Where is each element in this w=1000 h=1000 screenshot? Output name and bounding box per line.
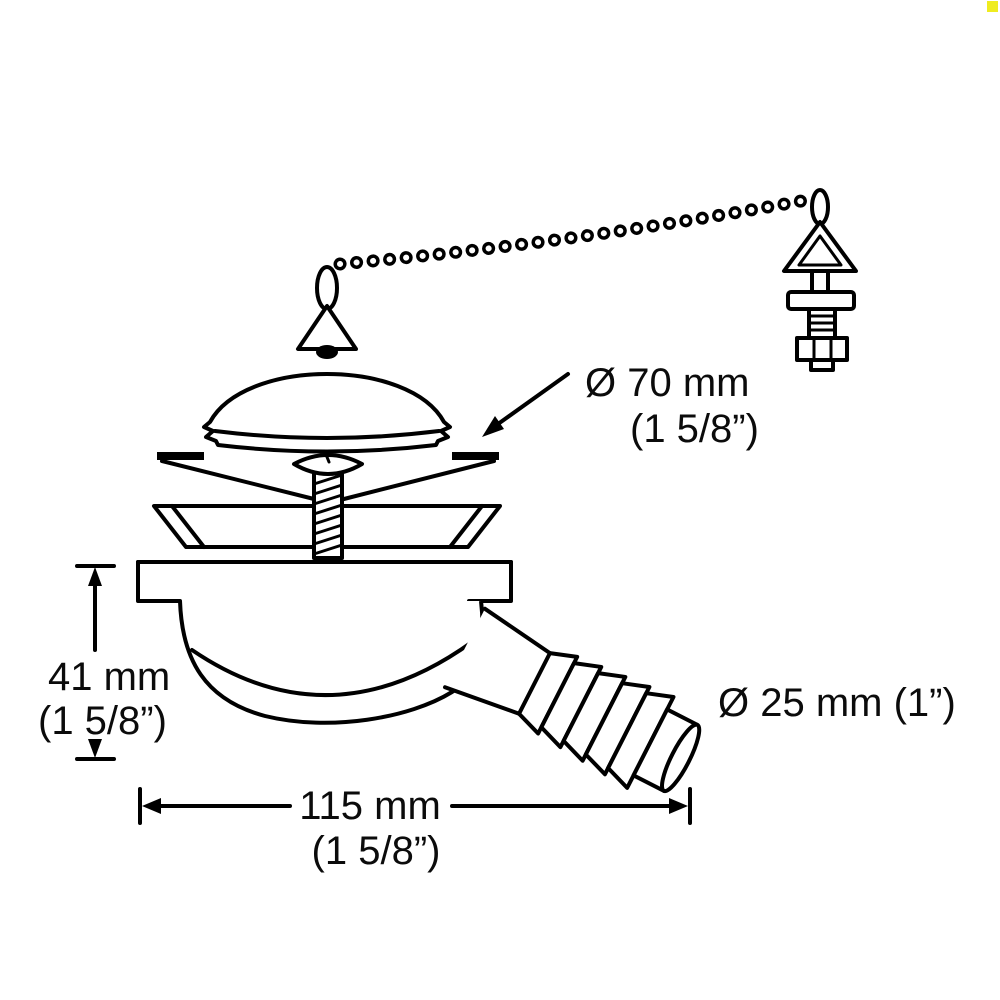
plug-ring bbox=[315, 265, 339, 311]
arrowhead bbox=[88, 567, 102, 586]
stay-flange bbox=[786, 290, 856, 311]
drain-body bbox=[136, 560, 513, 725]
dim-body-height-value: 41 mm bbox=[48, 655, 170, 699]
arrowhead bbox=[142, 798, 161, 814]
dim-flange-diameter-value: Ø 70 mm bbox=[585, 361, 749, 405]
dim-overall-width-imperial: (1 5/8”) bbox=[312, 829, 441, 873]
hose-barb-outlet bbox=[443, 606, 702, 794]
drain-plug bbox=[202, 265, 452, 454]
stay-nut bbox=[795, 336, 849, 362]
dim-outlet-diameter: Ø 25 mm (1”) bbox=[718, 681, 956, 725]
dim-flange-diameter-imperial: (1 5/8”) bbox=[630, 407, 759, 451]
chain-stay bbox=[782, 188, 858, 372]
dim-body-height: 41 mm (1 5/8”) bbox=[38, 564, 170, 761]
dim-flange-diameter: Ø 70 mm (1 5/8”) bbox=[482, 361, 759, 451]
corner-marker bbox=[987, 1, 998, 12]
dim-outlet-diameter-value: Ø 25 mm (1”) bbox=[718, 681, 956, 725]
arrowhead bbox=[669, 798, 688, 814]
plug-cone bbox=[296, 304, 358, 351]
screw-head bbox=[292, 453, 364, 476]
dim-body-height-imperial: (1 5/8”) bbox=[38, 699, 167, 743]
arrowhead bbox=[88, 739, 102, 758]
plug-chain bbox=[333, 192, 819, 271]
fixing-screw bbox=[292, 450, 364, 560]
plug-body bbox=[202, 372, 452, 454]
arrowhead bbox=[482, 416, 504, 437]
dim-overall-width: 115 mm (1 5/8”) bbox=[138, 784, 692, 873]
dim-overall-width-value: 115 mm bbox=[299, 784, 441, 828]
stay-loop bbox=[810, 188, 830, 226]
